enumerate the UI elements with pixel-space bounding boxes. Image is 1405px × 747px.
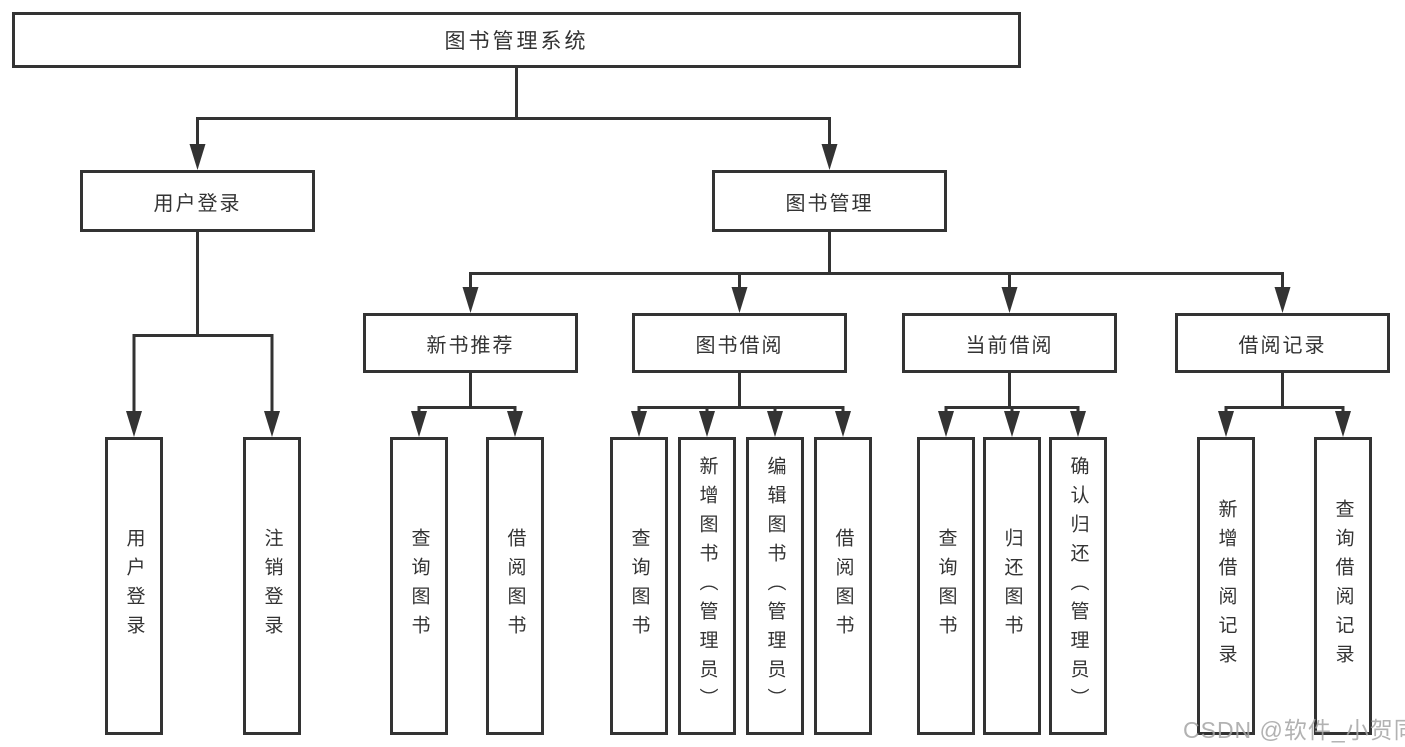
connector-book-borrow-to-leaves bbox=[631, 371, 851, 437]
connector-borrow-records-to-leaves bbox=[1218, 371, 1351, 437]
node-root: 图书管理系统 bbox=[12, 12, 1021, 68]
watermark: CSDN @软件_小贺同学 bbox=[1183, 717, 1405, 743]
connector-book-management-to-level3 bbox=[462, 231, 1291, 313]
connector-current-borrow-to-leaves bbox=[938, 371, 1086, 437]
leaf-bb-query-books-label: 查询图书 bbox=[628, 528, 650, 644]
leaf-bb-add-books-admin-label: 新增图书（管理员） bbox=[696, 455, 718, 717]
connector-root-to-level2 bbox=[189, 66, 838, 170]
leaf-cb-confirm-return-admin: 确认归还（管理员） bbox=[1049, 437, 1107, 735]
node-root-label: 图书管理系统 bbox=[444, 30, 589, 53]
node-new-book-recommend-label: 新书推荐 bbox=[426, 334, 515, 357]
leaf-cb-query-books-label: 查询图书 bbox=[935, 528, 957, 644]
node-book-borrow-label: 图书借阅 bbox=[695, 334, 784, 357]
node-book-management-label: 图书管理 bbox=[785, 192, 874, 215]
node-borrow-records-label: 借阅记录 bbox=[1238, 334, 1327, 357]
leaf-br-query-record: 查询借阅记录 bbox=[1314, 437, 1372, 735]
leaf-br-add-record-label: 新增借阅记录 bbox=[1215, 499, 1237, 673]
leaf-cb-return-books: 归还图书 bbox=[983, 437, 1041, 735]
leaf-nbr-borrow-books-label: 借阅图书 bbox=[504, 528, 526, 644]
node-book-management: 图书管理 bbox=[712, 170, 947, 232]
node-borrow-records: 借阅记录 bbox=[1175, 313, 1390, 373]
leaf-cb-confirm-return-admin-label: 确认归还（管理员） bbox=[1067, 455, 1089, 717]
leaf-bb-borrow-books: 借阅图书 bbox=[814, 437, 872, 735]
leaf-bb-borrow-books-label: 借阅图书 bbox=[832, 528, 854, 644]
node-current-borrow-label: 当前借阅 bbox=[965, 334, 1054, 357]
leaf-nbr-query-books-label: 查询图书 bbox=[408, 528, 430, 644]
node-new-book-recommend: 新书推荐 bbox=[363, 313, 578, 373]
leaf-user-login: 用户登录 bbox=[105, 437, 163, 735]
leaf-bb-query-books: 查询图书 bbox=[610, 437, 668, 735]
leaf-bb-edit-books-admin: 编辑图书（管理员） bbox=[746, 437, 804, 735]
leaf-bb-add-books-admin: 新增图书（管理员） bbox=[678, 437, 736, 735]
leaf-br-query-record-label: 查询借阅记录 bbox=[1332, 499, 1354, 673]
leaf-user-login-label: 用户登录 bbox=[123, 528, 145, 644]
leaf-bb-edit-books-admin-label: 编辑图书（管理员） bbox=[764, 455, 786, 717]
leaf-nbr-query-books: 查询图书 bbox=[390, 437, 448, 735]
leaf-cb-query-books: 查询图书 bbox=[917, 437, 975, 735]
leaf-cb-return-books-label: 归还图书 bbox=[1001, 528, 1023, 644]
node-user-login: 用户登录 bbox=[80, 170, 315, 232]
node-user-login-label: 用户登录 bbox=[153, 192, 242, 215]
node-book-borrow: 图书借阅 bbox=[632, 313, 847, 373]
connector-user-login-to-leaves bbox=[126, 231, 280, 437]
connector-new-book-recommend-to-leaves bbox=[411, 371, 523, 437]
leaf-nbr-borrow-books: 借阅图书 bbox=[486, 437, 544, 735]
leaf-logout: 注销登录 bbox=[243, 437, 301, 735]
leaf-br-add-record: 新增借阅记录 bbox=[1197, 437, 1255, 735]
leaf-logout-label: 注销登录 bbox=[261, 528, 283, 644]
node-current-borrow: 当前借阅 bbox=[902, 313, 1117, 373]
